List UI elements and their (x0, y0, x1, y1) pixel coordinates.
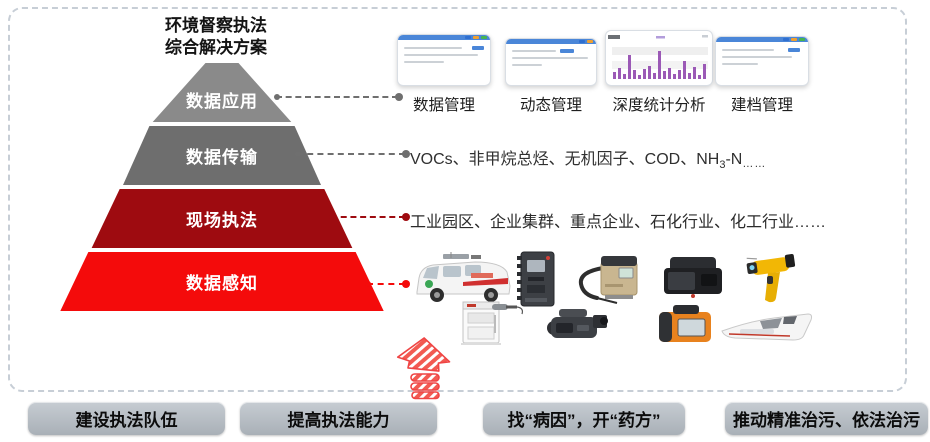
enforcement-targets-text: 工业园区、企业集群、重点企业、石化行业、化工行业…… (410, 214, 827, 231)
app-card-statistics: 深度统计分析 (605, 30, 713, 115)
monitoring-van-image (416, 252, 511, 302)
handheld-laser-detector-image (746, 254, 796, 303)
dashed-frame (8, 7, 907, 392)
thumb-buttons (579, 40, 593, 43)
archive-management-screenshot (715, 36, 809, 86)
factors-prefix: VOCs、非甲烷总烃、无机因子、COD、NH (410, 151, 720, 168)
pyramid-level-label: 数据感知 (186, 274, 258, 293)
app-card-label: 深度统计分析 (612, 97, 706, 114)
thumb-buttons (465, 36, 487, 39)
app-card-archive-management: 建档管理 (715, 30, 809, 115)
purple-bar-chart-image (608, 35, 708, 79)
sampler-box-image (664, 257, 722, 298)
pyramid-level-data-transmission: 数据传输 (123, 126, 321, 185)
portable-camera-image (547, 309, 608, 338)
arrow-data-transmission (295, 150, 410, 158)
pyramid-level-data-application: 数据应用 (152, 63, 292, 122)
pyramid-level-label: 数据传输 (186, 148, 258, 167)
arrow-field-enforcement (329, 213, 410, 221)
handheld-probe-image (492, 304, 524, 315)
button-build-enforcement-team[interactable]: 建设执法队伍 (28, 402, 225, 435)
data-management-screenshot (397, 34, 491, 86)
equipment-cabinet-image (461, 301, 501, 345)
button-improve-enforcement-capability[interactable]: 提高执法能力 (240, 402, 437, 435)
app-card-label: 数据管理 (412, 97, 475, 114)
thumb-buttons (783, 38, 805, 41)
app-card-data-management: 数据管理 (397, 30, 491, 115)
arrow-data-perception (365, 280, 410, 288)
thumb-header-bar (716, 37, 808, 42)
solution-pyramid: 数据应用 数据传输 现场执法 数据感知 (57, 63, 387, 311)
page-title: 环境督察执法 综合解决方案 (165, 15, 267, 59)
button-promote-precise-lawful-pollution-control[interactable]: 推动精准治污、依法治污 (725, 402, 928, 435)
page-title-line1: 环境督察执法 (165, 16, 267, 35)
factors-suffix: -N (725, 151, 743, 168)
thumb-box (715, 30, 809, 86)
transmission-factors-text: VOCs、非甲烷总烃、无机因子、COD、NH3-N…… (410, 145, 766, 171)
thumb-box (505, 30, 597, 86)
statistics-screenshot (605, 30, 713, 86)
thumb-header-bar (398, 35, 490, 40)
page-title-line2: 综合解决方案 (165, 38, 267, 57)
pyramid-level-data-perception: 数据感知 (60, 252, 384, 311)
unmanned-boat-image (721, 313, 813, 341)
up-arrow-sketch-icon (396, 337, 451, 400)
pyramid-level-label: 现场执法 (186, 211, 258, 230)
button-find-cause-prescribe-remedy[interactable]: 找“病因”，开“药方” (483, 402, 685, 435)
thumb-header-bar (506, 39, 596, 44)
flue-gas-analyzer-image (659, 305, 711, 342)
factors-ellipsis: …… (742, 158, 767, 170)
app-card-label: 建档管理 (730, 97, 793, 114)
app-card-dynamic-management: 动态管理 (505, 30, 597, 115)
thumb-box (397, 30, 491, 86)
pyramid-level-field-enforcement: 现场执法 (91, 189, 353, 248)
dynamic-management-screenshot (505, 38, 597, 86)
portable-gas-analyzer-image (578, 256, 638, 304)
factors-subscript: 3 (719, 159, 726, 172)
wall-mounted-monitor-image (517, 251, 555, 307)
pyramid-level-label: 数据应用 (186, 92, 258, 111)
thumb-box (605, 30, 713, 86)
app-card-label: 动态管理 (519, 97, 582, 114)
arrow-data-application (274, 93, 403, 101)
